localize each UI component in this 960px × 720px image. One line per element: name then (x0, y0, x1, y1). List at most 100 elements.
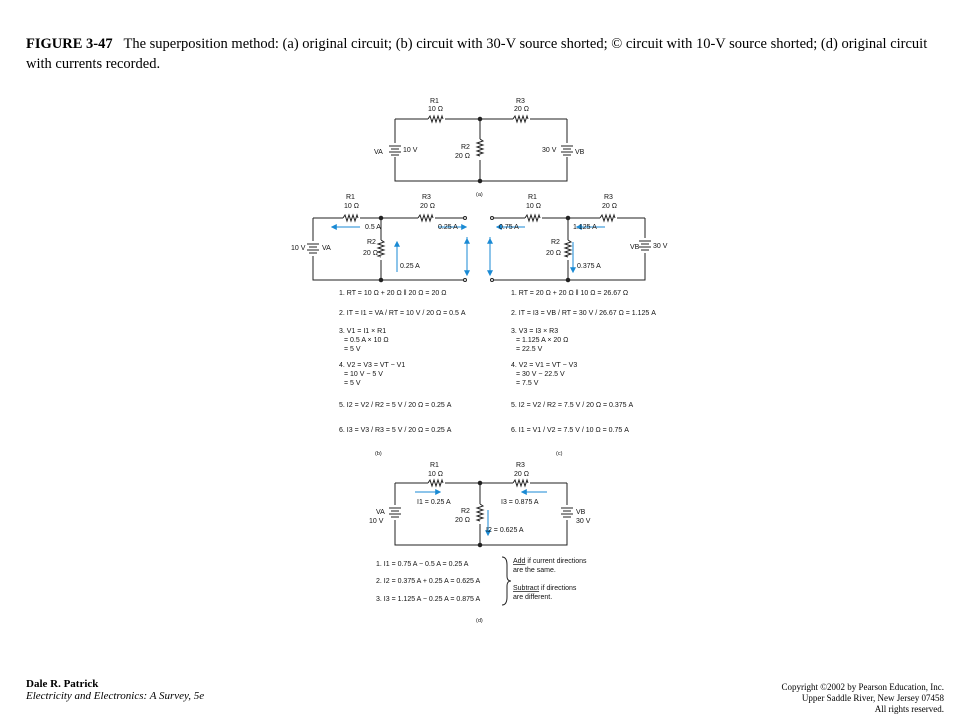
va-label-b: VA (322, 245, 331, 252)
i2-label-d: I2 = 0.625 A (486, 527, 524, 534)
eq-c-3c: = 22.5 V (516, 346, 543, 353)
eq-b-4: 4. V2 = V3 = VT − V1 (339, 362, 405, 369)
vb-value-a: 30 V (542, 147, 557, 154)
resistor-r3-a (512, 114, 529, 124)
va-value-a: 10 V (403, 147, 418, 154)
eq-c-4b: = 30 V − 22.5 V (516, 371, 565, 378)
va-label-d: VA (376, 509, 385, 516)
eq-b-6: 6. I3 = V3 / R3 = 5 V / 20 Ω = 0.25 A (339, 427, 452, 434)
r1-value-b: 10 Ω (344, 203, 359, 210)
labels-c: R1 10 Ω R3 20 Ω R2 20 Ω VB 30 V 0.75 A 1… (499, 194, 668, 457)
r1-value-a: 10 Ω (428, 106, 443, 113)
footer-book: Electricity and Electronics: A Survey, 5… (26, 690, 205, 702)
eq-d-1: 1. I1 = 0.75 A − 0.5 A = 0.25 A (376, 561, 469, 568)
r2-value-c: 20 Ω (546, 250, 561, 257)
eq-c-3: 3. V3 = I3 × R3 (511, 328, 558, 335)
r1-label-d: R1 (430, 462, 439, 469)
r2-label-a: R2 (461, 144, 470, 151)
i3-label-b: 0.25 A (438, 224, 458, 231)
i3-label-d: I3 = 0.875 A (501, 499, 539, 506)
note-sub-2: are different. (513, 594, 552, 601)
vb-value-c: 30 V (653, 243, 668, 250)
i1-label-d: I1 = 0.25 A (417, 499, 451, 506)
eq-b-2: 2. IT = I1 = VA / RT = 10 V / 20 Ω = 0.5… (339, 310, 466, 317)
i3-label-c: 1.125 A (573, 224, 597, 231)
labels-b: R1 10 Ω R3 20 Ω R2 20 Ω 10 V VA 0.5 A 0.… (291, 194, 466, 457)
eq-c-6: 6. I1 = V1 / V2 = 7.5 V / 10 Ω = 0.75 A (511, 427, 629, 434)
r3-label-a: R3 (516, 98, 525, 105)
eq-c-2: 2. IT = I3 = VB / RT = 30 V / 26.67 Ω = … (511, 310, 656, 317)
copyright-line-1: Copyright ©2002 by Pearson Education, In… (781, 682, 944, 692)
footer-author: Dale R. Patrick (26, 678, 99, 690)
r3-value-d: 20 Ω (514, 471, 529, 478)
tag-c: (c) (556, 451, 563, 457)
vb-label-d: VB (576, 509, 586, 516)
note-sub-rest: if directions (539, 585, 577, 592)
r2-label-c: R2 (551, 239, 560, 246)
note-add: Add if current directions (513, 558, 587, 565)
labels-a: R1 10 Ω R3 20 Ω R2 20 Ω VA 10 V 30 V VB … (374, 98, 585, 198)
note-sub: Subtract if directions (513, 585, 577, 592)
current-arrows (330, 224, 605, 537)
eq-c-3b: = 1.125 A × 20 Ω (516, 337, 568, 344)
labels-d: R1 10 Ω R3 20 Ω R2 20 Ω VA 10 V VB 30 V … (369, 462, 591, 624)
eq-b-3c: = 5 V (344, 346, 361, 353)
eq-c-4c: = 7.5 V (516, 380, 539, 387)
eq-c-1: 1. RT = 20 Ω + 20 Ω ‖ 10 Ω = 26.67 Ω (511, 290, 628, 297)
r1-label-a: R1 (430, 98, 439, 105)
circuit-b (307, 213, 465, 281)
eq-b-5: 5. I2 = V2 / R2 = 5 V / 20 Ω = 0.25 A (339, 402, 452, 409)
vb-value-d: 30 V (576, 518, 591, 525)
r3-value-a: 20 Ω (514, 106, 529, 113)
tag-d: (d) (476, 618, 483, 624)
r2-value-a: 20 Ω (455, 153, 470, 160)
i1-label-b: 0.5 A (365, 224, 381, 231)
r3-label-c: R3 (604, 194, 613, 201)
r1-value-d: 10 Ω (428, 471, 443, 478)
r1-label-b: R1 (346, 194, 355, 201)
figure-caption: FIGURE 3-47 The superposition method: (a… (26, 34, 936, 74)
i1-label-c: 0.75 A (499, 224, 519, 231)
battery-vb-a (561, 145, 573, 156)
eq-b-3: 3. V1 = I1 × R1 (339, 328, 386, 335)
eq-b-1: 1. RT = 10 Ω + 20 Ω ‖ 20 Ω = 20 Ω (339, 290, 446, 297)
eq-d-2: 2. I2 = 0.375 A + 0.25 A = 0.625 A (376, 578, 480, 585)
battery-va-a (389, 145, 401, 156)
circuit-a (389, 114, 573, 182)
eq-d-3: 3. I3 = 1.125 A − 0.25 A = 0.875 A (376, 596, 480, 603)
r1-value-c: 10 Ω (526, 203, 541, 210)
r3-value-b: 20 Ω (420, 203, 435, 210)
copyright-line-2: Upper Saddle River, New Jersey 07458 (801, 693, 944, 703)
note-add-2: are the same. (513, 567, 556, 574)
r3-value-c: 20 Ω (602, 203, 617, 210)
resistor-r1-a (427, 114, 444, 124)
resistor-r2-a (475, 138, 485, 157)
eq-b-3b: = 0.5 A × 10 Ω (344, 337, 389, 344)
va-value-d: 10 V (369, 518, 384, 525)
vb-label-c: VB (630, 244, 640, 251)
tag-a: (a) (476, 192, 483, 198)
note-sub-word: Subtract (513, 585, 539, 592)
r2-label-b: R2 (367, 239, 376, 246)
r3-label-b: R3 (422, 194, 431, 201)
note-add-word: Add (513, 558, 526, 565)
footer-copyright: Copyright ©2002 by Pearson Education, In… (781, 682, 944, 715)
r1-label-c: R1 (528, 194, 537, 201)
i2-label-b: 0.25 A (400, 263, 420, 270)
figure-label: FIGURE 3-47 (26, 36, 113, 52)
tag-b: (b) (375, 451, 382, 457)
r2-value-d: 20 Ω (455, 517, 470, 524)
eq-c-5: 5. I2 = V2 / R2 = 7.5 V / 20 Ω = 0.375 A (511, 402, 634, 409)
r2-label-d: R2 (461, 508, 470, 515)
va-value-b: 10 V (291, 245, 306, 252)
footer-author-block: Dale R. Patrick Electricity and Electron… (26, 678, 204, 702)
eq-b-4b: = 10 V − 5 V (344, 371, 383, 378)
r3-label-d: R3 (516, 462, 525, 469)
copyright-line-3: All rights reserved. (874, 704, 944, 714)
figure-caption-text: The superposition method: (a) original c… (26, 36, 928, 72)
eq-b-4c: = 5 V (344, 380, 361, 387)
note-add-rest: if current directions (525, 558, 587, 565)
eq-c-4: 4. V2 = V1 = VT − V3 (511, 362, 577, 369)
r2-value-b: 20 Ω (363, 250, 378, 257)
i2-label-c: 0.375 A (577, 263, 601, 270)
